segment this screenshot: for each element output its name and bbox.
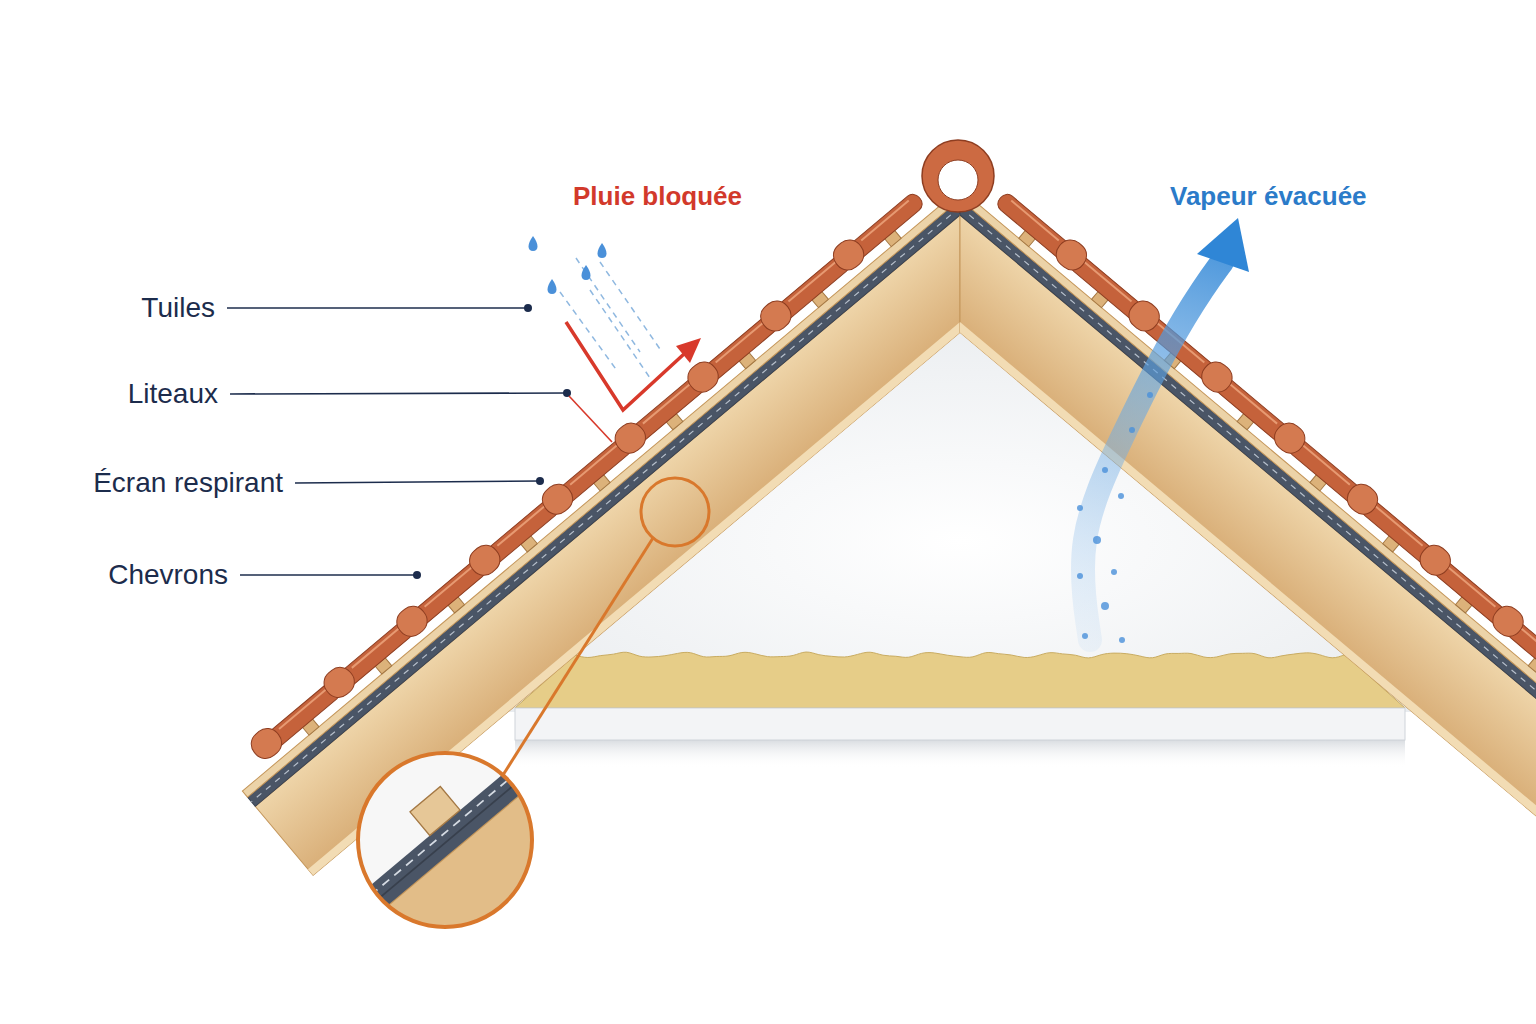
part-label: Tuiles <box>141 291 215 325</box>
callout-heading: Pluie bloquée <box>573 179 742 213</box>
rain-streak <box>576 258 640 352</box>
tile-roll <box>1415 540 1456 581</box>
ridge-tile-inner <box>938 160 978 200</box>
tile-highlight <box>1011 201 1058 241</box>
counter-batten <box>242 189 965 797</box>
leader-line <box>240 574 417 576</box>
rain-drop <box>529 236 538 251</box>
vapour-droplet <box>1118 493 1124 499</box>
zoom-layers <box>316 721 631 1024</box>
leader-line <box>227 307 528 309</box>
leader-dot <box>413 571 421 579</box>
tile-roll <box>755 296 796 337</box>
vapour-droplet <box>1102 467 1108 473</box>
vapour-droplet <box>1119 637 1125 643</box>
tile-roll <box>246 723 287 764</box>
ceiling-board <box>515 708 1405 740</box>
zoom-connector <box>503 538 653 775</box>
tile-roll <box>610 418 651 459</box>
right-roof-slope <box>889 162 1536 853</box>
batten-pointer <box>569 396 612 442</box>
deflection-arrowhead <box>676 338 701 363</box>
tile-highlight <box>570 445 617 485</box>
vapour-droplet <box>1129 427 1135 433</box>
rain-streak <box>600 262 662 352</box>
ridge-tile <box>922 140 994 212</box>
part-label: Liteaux <box>128 377 218 411</box>
tile-roll <box>683 357 724 398</box>
rafter-edge <box>955 322 1536 817</box>
insulation <box>515 652 1405 708</box>
zoom-ring <box>358 753 532 927</box>
rain-drop <box>548 279 557 294</box>
vapour-droplet <box>1093 536 1101 544</box>
tile-highlight <box>1448 567 1495 607</box>
batten <box>1528 657 1536 675</box>
vapour-droplet <box>1101 602 1109 610</box>
tile-roll <box>1051 235 1092 276</box>
tile-roll <box>1124 296 1165 337</box>
vapour-arrowhead <box>1197 218 1249 272</box>
zoom-target <box>641 478 709 546</box>
tile-highlight <box>788 262 835 302</box>
tile-highlight <box>1084 262 1131 302</box>
tile-highlight <box>497 506 544 546</box>
tile-roll <box>1269 418 1310 459</box>
rain-drop <box>582 265 591 280</box>
tile-roll <box>391 601 432 642</box>
vapour-droplet <box>1082 633 1088 639</box>
vapour-droplet <box>1111 569 1117 575</box>
tile-highlight <box>643 384 690 424</box>
vapour-droplet <box>1077 505 1083 511</box>
zoom-membrane-overlap <box>345 757 547 927</box>
tile-highlight <box>1230 384 1277 424</box>
tile-highlight <box>352 628 399 668</box>
roof-tile <box>828 186 927 276</box>
tile-highlight <box>861 201 908 241</box>
left-roof-slope <box>220 162 1031 875</box>
zoom-membrane <box>335 745 554 935</box>
tile-roll <box>1488 601 1529 642</box>
leader-dot <box>536 477 544 485</box>
tile-highlight <box>1375 506 1422 546</box>
rafter <box>902 215 1536 817</box>
part-label: Chevrons <box>108 558 228 592</box>
rafter <box>255 215 1018 875</box>
zoom-batten <box>410 786 460 835</box>
roof-tile <box>993 186 1092 276</box>
membrane-seam <box>960 207 1536 744</box>
breathable-membrane <box>248 199 968 806</box>
tile-highlight <box>279 689 326 729</box>
leader-line <box>295 481 540 483</box>
leader-line <box>230 393 567 394</box>
tile-highlight <box>425 567 472 607</box>
tile-roll <box>537 479 578 520</box>
callout-heading: Vapeur évacuée <box>1170 179 1367 213</box>
ceiling-shadow <box>515 740 1405 768</box>
tile-roll <box>319 662 360 703</box>
rain-streak <box>590 290 650 378</box>
tile-highlight <box>1302 445 1349 485</box>
tile-highlight <box>1521 628 1536 668</box>
leader-dot <box>524 304 532 312</box>
tile-roll <box>1196 357 1237 398</box>
tile-highlight <box>716 323 763 363</box>
counter-batten <box>955 189 1536 739</box>
membrane-seam <box>251 207 960 802</box>
tile-roll <box>828 235 869 276</box>
vapour-droplet <box>1147 392 1153 398</box>
zoom-detail <box>316 721 631 1024</box>
rain-drop <box>598 243 607 258</box>
part-label: Écran respirant <box>93 466 283 500</box>
tile-roll <box>1342 479 1383 520</box>
vapour-arrow <box>1083 262 1222 640</box>
breathable-membrane <box>952 199 1536 748</box>
tile-roll <box>464 540 505 581</box>
deflection-arrow <box>566 322 684 410</box>
vapour-droplet <box>1077 573 1083 579</box>
